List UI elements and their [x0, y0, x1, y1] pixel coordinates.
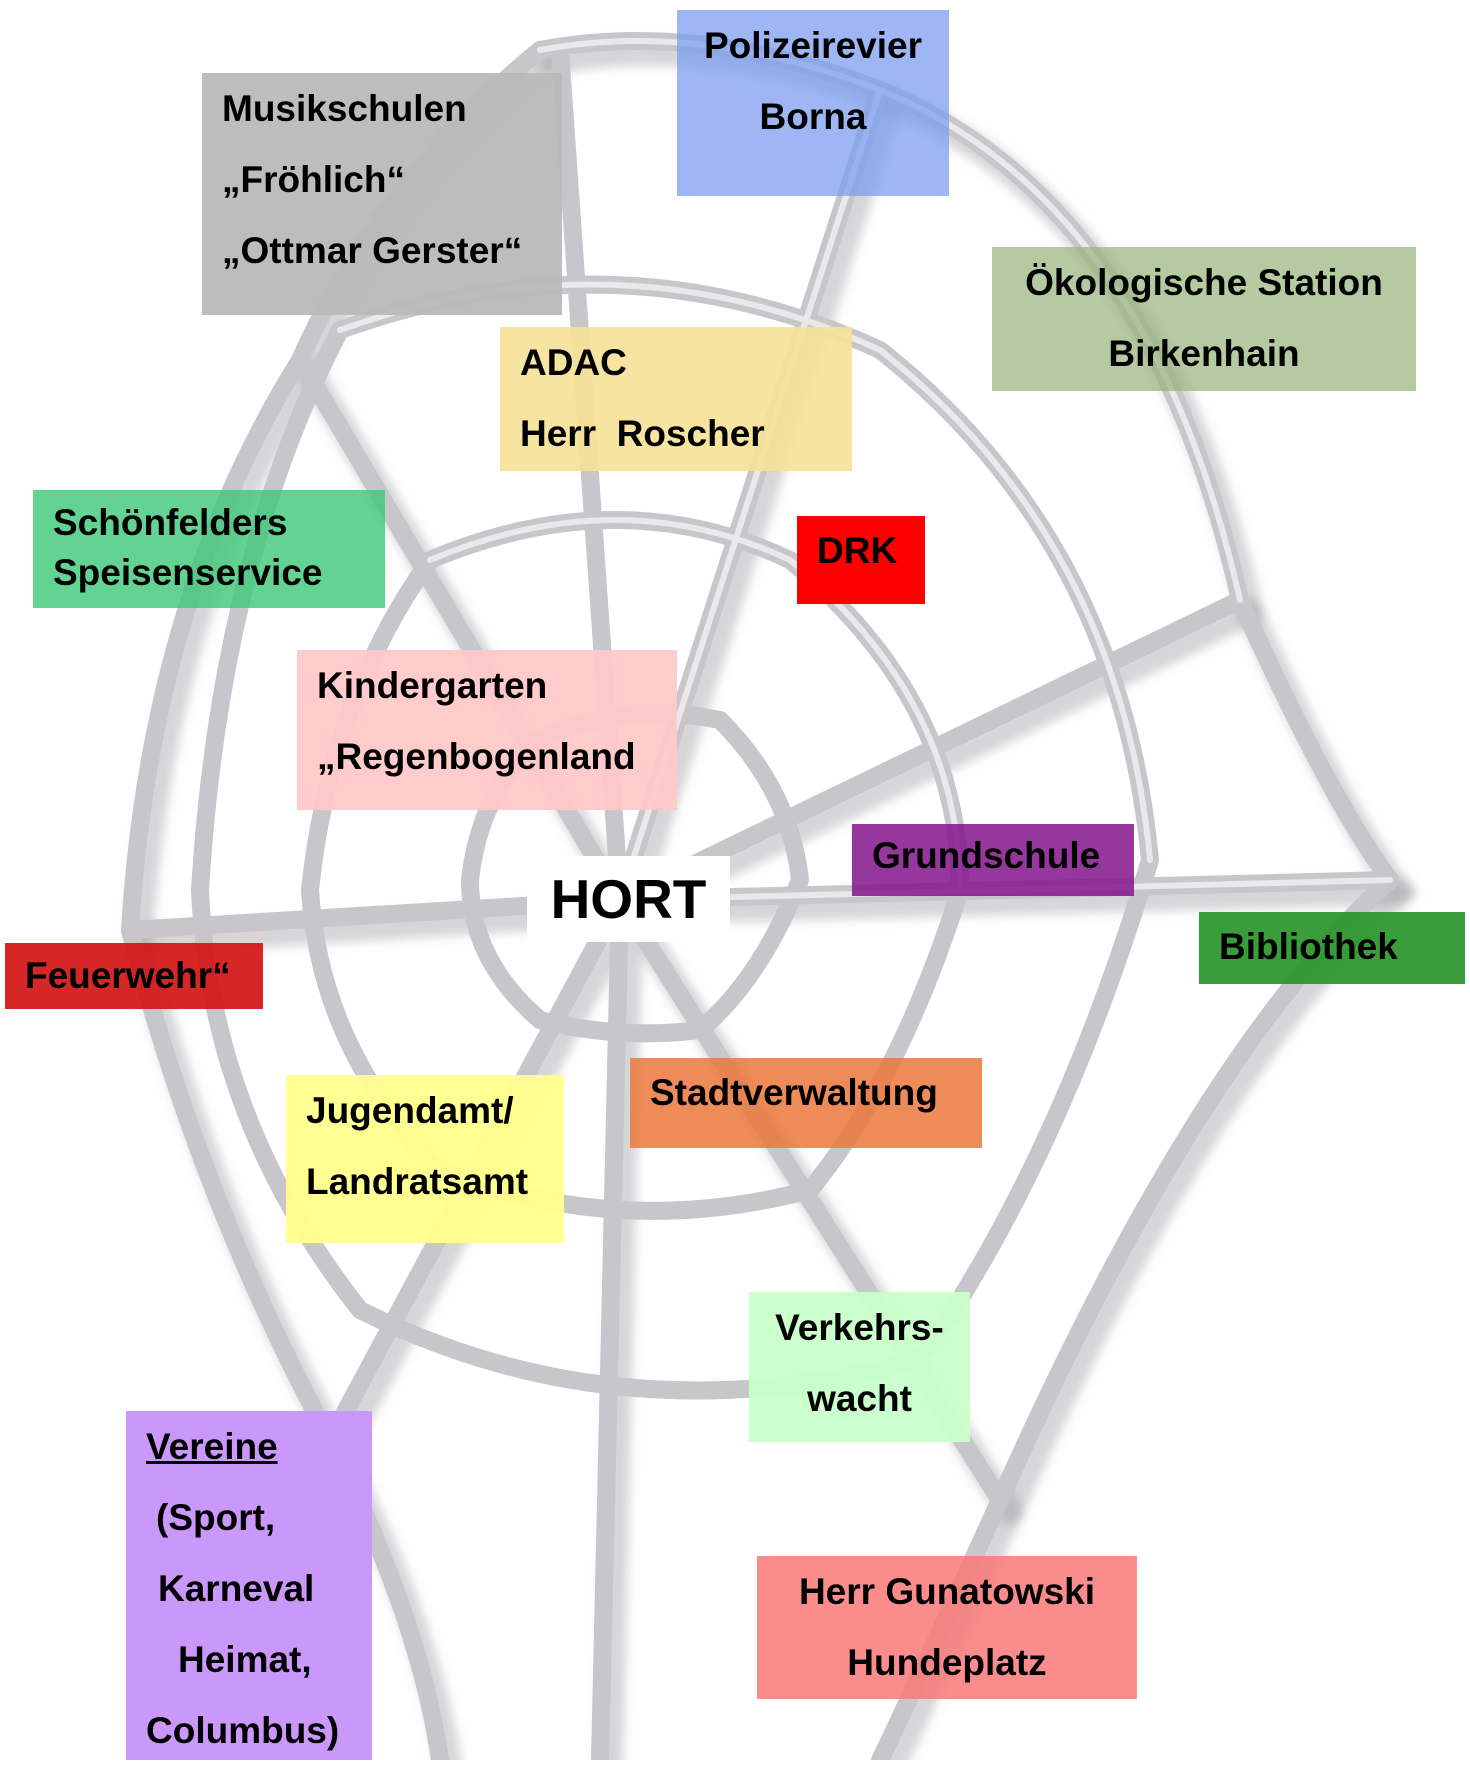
node-label: Ökologische Station — [1012, 247, 1396, 318]
node-label: Speisenservice — [53, 548, 365, 598]
node-label: Borna — [697, 81, 929, 152]
node-label: Verkehrs- — [769, 1292, 950, 1363]
node-drk: DRK — [797, 516, 925, 604]
node-label: Herr Roscher — [520, 398, 832, 469]
node-hort-center: HORT — [527, 856, 730, 942]
node-stadtverwaltung: Stadtverwaltung — [630, 1058, 982, 1148]
node-jugendamt: Jugendamt/ Landratsamt — [286, 1075, 564, 1243]
node-musikschulen: Musikschulen „Fröhlich“ „Ottmar Gerster“ — [202, 73, 562, 315]
center-label: HORT — [527, 856, 730, 942]
node-label: Musikschulen — [222, 73, 542, 144]
node-adac: ADAC Herr Roscher — [500, 327, 852, 471]
node-label: Heimat, — [146, 1624, 352, 1695]
node-label: „Fröhlich“ — [222, 144, 542, 215]
node-label: Vereine — [146, 1411, 352, 1482]
node-label: Karneval — [146, 1553, 352, 1624]
node-schoenfelders-speisenservice: Schönfelders Speisenservice — [33, 490, 385, 608]
node-label: Hundeplatz — [777, 1627, 1117, 1698]
node-label: ADAC — [520, 327, 832, 398]
node-kindergarten: Kindergarten „Regenbogenland — [297, 650, 677, 810]
node-label: Columbus) — [146, 1695, 352, 1766]
node-label: Birkenhain — [1012, 318, 1396, 389]
node-label: Herr Gunatowski — [777, 1556, 1117, 1627]
node-label: (Sport, — [146, 1482, 352, 1553]
node-label: Stadtverwaltung — [650, 1058, 962, 1128]
node-label: Grundschule — [872, 824, 1114, 888]
node-label: Landratsamt — [306, 1146, 544, 1217]
node-verkehrswacht: Verkehrs- wacht — [749, 1292, 970, 1442]
node-label: wacht — [769, 1363, 950, 1434]
node-oekologische-station: Ökologische Station Birkenhain — [992, 247, 1416, 391]
node-bibliothek: Bibliothek — [1199, 912, 1465, 984]
node-label: Schönfelders — [53, 498, 365, 548]
node-label: „Regenbogenland — [317, 721, 657, 792]
node-feuerwehr: Feuerwehr“ — [5, 943, 263, 1009]
node-vereine: Vereine (Sport, Karneval Heimat, Columbu… — [126, 1411, 372, 1760]
node-label: „Ottmar Gerster“ — [222, 215, 542, 286]
node-grundschule: Grundschule — [852, 824, 1134, 896]
node-label: Bibliothek — [1219, 912, 1445, 982]
node-polizeirevier: Polizeirevier Borna — [677, 10, 949, 196]
node-label: DRK — [817, 516, 905, 586]
node-hundeplatz: Herr Gunatowski Hundeplatz — [757, 1556, 1137, 1699]
node-label: Polizeirevier — [697, 10, 929, 81]
node-label: Feuerwehr“ — [25, 943, 243, 1009]
node-label: Kindergarten — [317, 650, 657, 721]
node-label: Jugendamt/ — [306, 1075, 544, 1146]
